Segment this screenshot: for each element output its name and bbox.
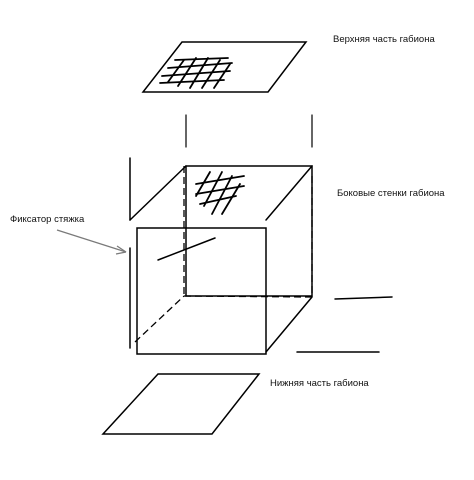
- side-wall-line-upper: [334, 296, 393, 300]
- left-top-edge: [129, 165, 187, 221]
- top-panel-mesh: [159, 57, 233, 89]
- label-bottom: Нижняя часть габиона: [270, 378, 369, 389]
- bottom-panel-outline: [101, 373, 261, 435]
- back-panel-solid: [185, 165, 313, 297]
- gabion-box: [129, 157, 313, 355]
- front-panel: [136, 227, 267, 355]
- right-bottom-edge: [265, 296, 313, 353]
- top-panel: [141, 41, 308, 93]
- left-bottom-edge: [134, 295, 185, 343]
- label-top: Верхняя часть габиона: [333, 34, 435, 45]
- label-fixator: Фиксатор стяжка: [10, 214, 85, 225]
- back-panel-mesh: [195, 171, 245, 215]
- label-sides: Боковые стенки габиона: [337, 188, 445, 199]
- fixator-arrow: [56, 229, 127, 255]
- right-top-edge: [265, 165, 313, 221]
- top-panel-outline: [141, 41, 308, 93]
- fixator-tie: [157, 237, 216, 261]
